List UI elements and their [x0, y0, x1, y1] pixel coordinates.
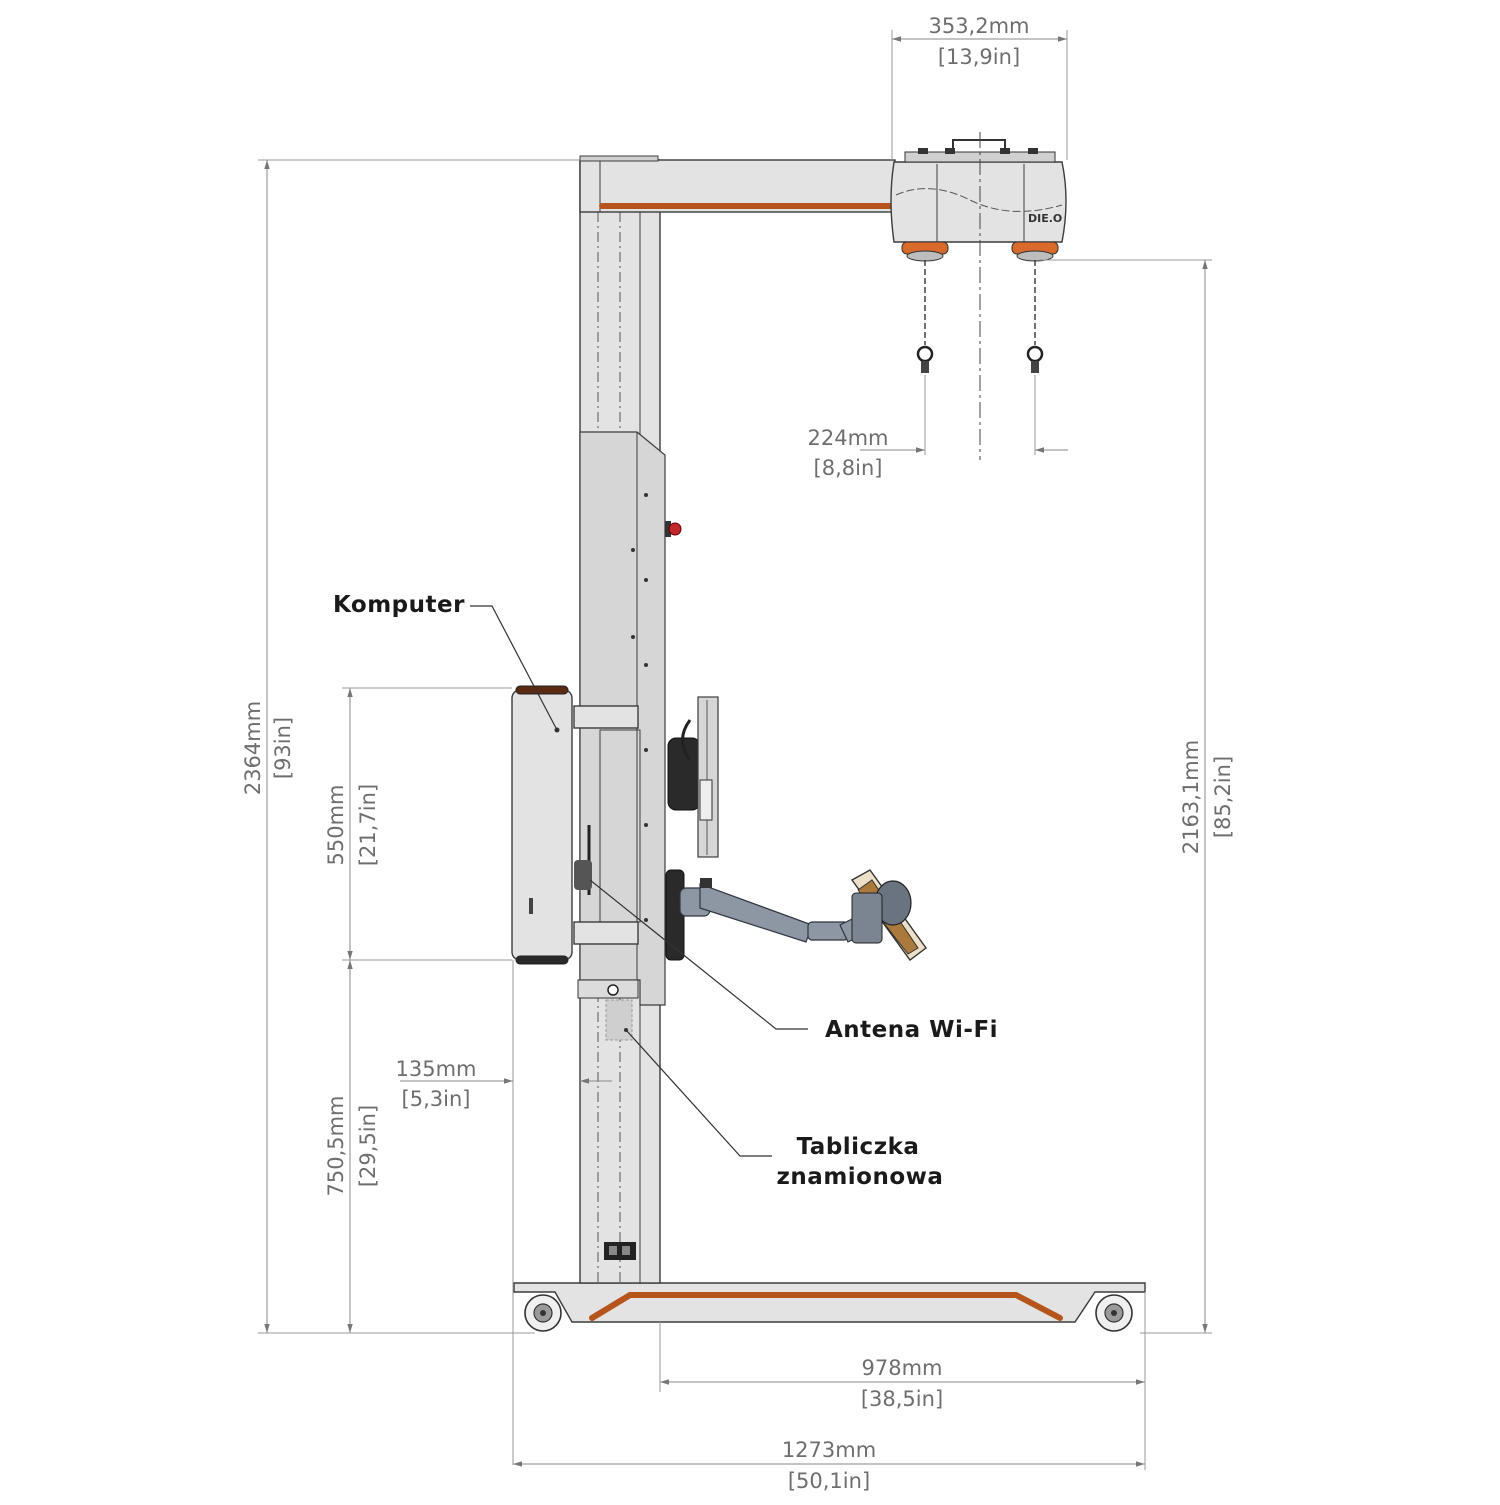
emergency-stop-icon — [665, 521, 682, 537]
callout-layer: Komputer Antena Wi-Fi Tabliczka znamiono… — [333, 592, 998, 1190]
computer-offset-in: [5,3in] — [402, 1087, 471, 1111]
dim-hook-height: 2163,1mm [85,2in] — [1040, 259, 1235, 1334]
right-hook-icon — [1026, 345, 1044, 373]
computer-offset-mm: 135mm — [396, 1057, 477, 1081]
hook-height-mm: 2163,1mm — [1179, 740, 1203, 854]
hook-height-in: [85,2in] — [1211, 756, 1235, 838]
front-wheel — [1095, 1294, 1133, 1332]
dim-head-width: 353,2mm [13,9in] — [891, 14, 1068, 160]
pendant-arm — [665, 869, 869, 961]
dim-computer-offset: 135mm [5,3in] — [396, 960, 612, 1465]
hook-spacing-mm: 224mm — [808, 426, 889, 450]
teach-pendant — [850, 869, 927, 961]
nameplate-label-line2: znamionowa — [777, 1164, 944, 1190]
dim-total-height: 2364mm [93in] — [241, 159, 580, 1334]
computer-label: Komputer — [333, 592, 465, 618]
dimension-layer: 353,2mm [13,9in] 224mm [8,8in] 2364mm [9… — [241, 14, 1235, 1493]
head-width-in: [13,9in] — [938, 45, 1020, 69]
total-height-in: [93in] — [271, 717, 295, 779]
callout-computer: Komputer — [333, 592, 560, 733]
computer-elevation-mm: 750,5mm — [324, 1095, 348, 1196]
top-boom — [579, 155, 896, 213]
hook-spacing-in: [8,8in] — [814, 456, 883, 480]
computer-height-mm: 550mm — [324, 785, 348, 866]
left-hook-icon — [916, 345, 934, 373]
head-brand-label: DIE.O — [1028, 212, 1062, 225]
callout-nameplate: Tabliczka znamionowa — [625, 1029, 944, 1190]
computer-height-in: [21,7in] — [356, 784, 380, 866]
nameplate — [605, 999, 633, 1041]
dim-computer-height: 550mm [21,7in] — [324, 687, 512, 961]
nameplate-label-line1: Tabliczka — [797, 1134, 920, 1160]
base-total-mm: 1273mm — [782, 1438, 876, 1462]
total-height-mm: 2364mm — [241, 701, 265, 795]
wifi-antenna-label: Antena Wi-Fi — [825, 1017, 998, 1043]
base-front-in: [38,5in] — [861, 1387, 943, 1411]
rear-wheel — [524, 1294, 562, 1332]
computer-elevation-in: [29,5in] — [356, 1105, 380, 1187]
monitor-mount — [667, 696, 719, 858]
base-front-mm: 978mm — [862, 1356, 943, 1380]
dim-computer-elevation: 750,5mm [29,5in] — [324, 960, 380, 1333]
base-total-in: [50,1in] — [788, 1469, 870, 1493]
power-socket-icon — [604, 1242, 636, 1260]
carriage — [573, 431, 682, 1041]
lifting-head: DIE.O — [890, 132, 1067, 460]
callout-wifi-antenna: Antena Wi-Fi — [589, 879, 998, 1043]
dim-base-total: 1273mm [50,1in] — [513, 1438, 1145, 1493]
base — [513, 1282, 1146, 1392]
dim-base-front: 978mm [38,5in] — [660, 1292, 1146, 1470]
dim-hook-spacing: 224mm [8,8in] — [808, 375, 1068, 480]
computer-box — [511, 685, 573, 965]
machine: DIE.O — [511, 132, 1146, 1392]
carry-handle — [952, 139, 1006, 152]
head-width-mm: 353,2mm — [928, 14, 1029, 38]
